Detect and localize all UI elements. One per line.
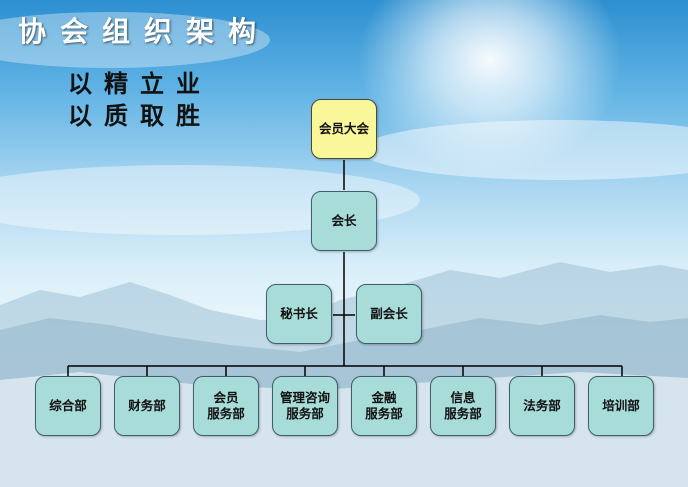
node-members-assembly: 会员大会 — [311, 99, 377, 159]
node-vice-president: 副会长 — [356, 284, 422, 344]
node-dept-general-affairs: 综合部 — [35, 376, 101, 436]
node-dept-training: 培训部 — [588, 376, 654, 436]
slogan-line-1: 以精立业 — [68, 70, 212, 98]
node-secretary-general: 秘书长 — [266, 284, 332, 344]
node-dept-finance: 财务部 — [114, 376, 180, 436]
node-dept-information-services: 信息 服务部 — [430, 376, 496, 436]
node-dept-management-consulting: 管理咨询 服务部 — [272, 376, 338, 436]
node-dept-financial-services: 金融 服务部 — [351, 376, 417, 436]
slogan-line-2: 以质取胜 — [68, 102, 212, 130]
node-dept-member-services: 会员 服务部 — [193, 376, 259, 436]
node-president: 会长 — [311, 191, 377, 251]
sun-glow — [340, 0, 640, 190]
page-title: 协会组织架构 — [18, 15, 271, 48]
node-dept-legal: 法务部 — [509, 376, 575, 436]
